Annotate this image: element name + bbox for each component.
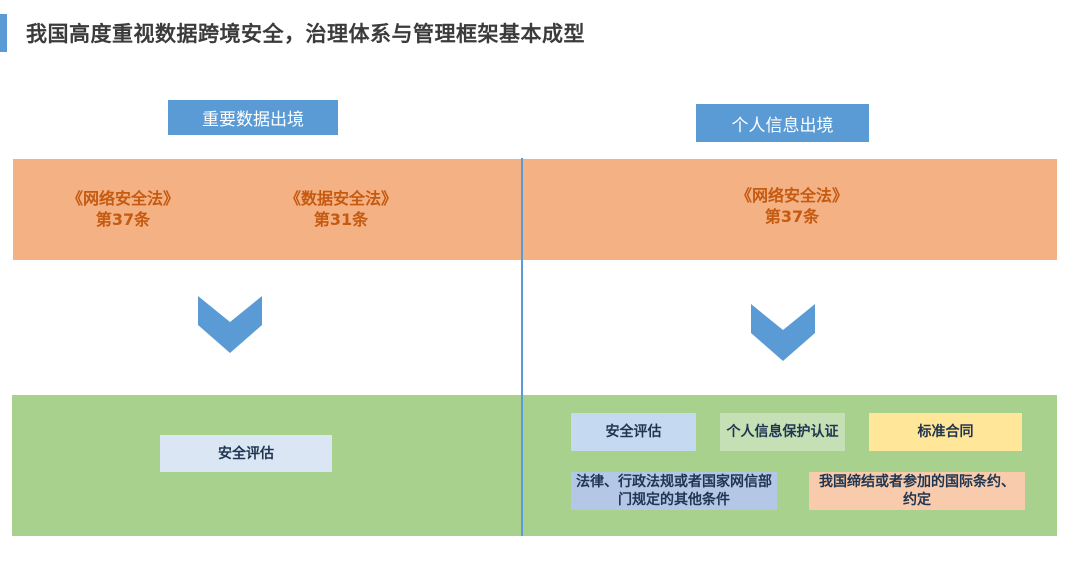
mechanism-standard-contract: 标准合同 [869,413,1022,451]
law-name: 《数据安全法》 [284,189,397,208]
law-item-cybersecurity-right: 《网络安全法》 第37条 [727,185,857,227]
law-name: 《网络安全法》 [66,189,179,208]
law-band [13,159,1057,260]
law-article: 第31条 [313,210,369,229]
title-accent-bar [0,14,7,52]
law-name: 《网络安全法》 [735,186,848,205]
chevron-down-icon [198,296,262,353]
mechanism-security-assessment-right: 安全评估 [571,413,696,451]
mechanism-personal-info-certification: 个人信息保护认证 [720,413,845,451]
law-item-data-security: 《数据安全法》 第31条 [276,188,406,230]
header-important-data-export: 重要数据出境 [168,100,338,135]
law-item-cybersecurity-left: 《网络安全法》 第37条 [58,188,188,230]
header-personal-info-export: 个人信息出境 [696,104,869,142]
mechanism-international-treaties: 我国缔结或者参加的国际条约、约定 [809,472,1025,510]
law-article: 第37条 [95,210,151,229]
chevron-down-icon [751,304,815,361]
column-divider [521,158,523,536]
page-title: 我国高度重视数据跨境安全，治理体系与管理框架基本成型 [26,22,585,46]
mechanism-security-assessment-left: 安全评估 [160,435,332,472]
mechanism-other-conditions: 法律、行政法规或者国家网信部门规定的其他条件 [571,472,777,510]
law-article: 第37条 [764,207,820,226]
